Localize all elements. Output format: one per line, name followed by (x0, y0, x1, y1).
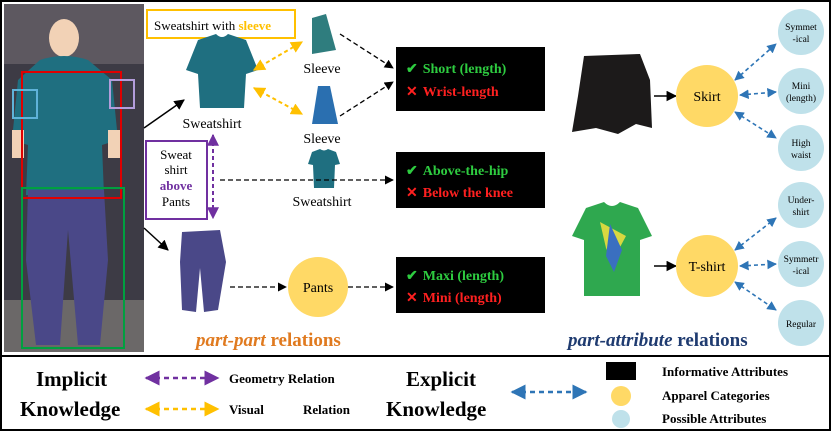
attr-box-3-good: Maxi (length) (423, 269, 505, 284)
skirt-attr-2-l1: Mini (792, 82, 811, 92)
box-prefix: Sweatshirt with (154, 18, 239, 33)
skirt-image (572, 54, 652, 134)
svg-text:✕Mini (length): ✕ Mini (length) (406, 291, 502, 306)
cross-icon: ✕ (406, 85, 418, 100)
sweatshirt-image (186, 34, 258, 108)
skirt-attr-2-l2: (length) (786, 93, 816, 104)
legend-possible-label: Possible Attributes (662, 411, 766, 426)
skirt-attr-3-circle (778, 125, 824, 171)
check-icon: ✔ (406, 269, 418, 284)
sweatshirt-mid-image (308, 149, 340, 188)
pants-bbox (21, 187, 125, 349)
legend-informative-label: Informative Attributes (662, 364, 788, 379)
skirt-explicit-arrow-2 (739, 87, 777, 100)
right-sleeve-bbox (109, 79, 135, 109)
skirt-attr-2-circle (778, 68, 824, 114)
legend-implicit-1: Implicit (36, 367, 107, 391)
tshirt-attr-1-l1: Under- (788, 196, 815, 206)
tshirt-explicit-arrow-3 (734, 281, 777, 311)
label-sweatshirt-mid: Sweatshirt (292, 195, 351, 210)
visual-relation-top (252, 41, 304, 71)
label-sleeve-bottom: Sleeve (303, 132, 340, 147)
arrow-sleeve-bottom-to-attr (339, 81, 394, 117)
skirt-attr-3-l2: waist (791, 151, 811, 161)
visual-relation-bottom (252, 87, 304, 115)
tshirt-category-circle (676, 235, 738, 297)
cross-icon: ✕ (406, 291, 418, 306)
above-line1: Sweat (160, 147, 192, 162)
part-part-caption: part-part relations (194, 330, 341, 351)
svg-text:✔Above-the-hip: ✔ Above-the-hip (406, 164, 509, 179)
skirt-attr-1-l1: Symmet (785, 23, 817, 33)
sweatshirt-bbox (21, 71, 122, 199)
cross-icon: ✕ (406, 186, 418, 201)
pants-circle-label: Pants (303, 281, 333, 296)
pants-image (180, 230, 226, 312)
above-line4: Pants (162, 194, 190, 209)
skirt-category-circle (676, 65, 738, 127)
svg-text:✕Wrist-length: ✕ Wrist-length (406, 85, 499, 100)
legend-informative-swatch (606, 362, 636, 380)
left-sleeve-bbox (12, 89, 38, 119)
tshirt-explicit-arrow-1 (734, 217, 777, 251)
tshirt-image (572, 202, 652, 296)
legend-explicit-2: Knowledge (386, 397, 486, 421)
tshirt-circle-label: T-shirt (689, 260, 726, 275)
attr-box-2: ✔ Above-the-hip ✕ Below the knee (396, 152, 545, 208)
above-line2: shirt (164, 162, 188, 177)
attr-box-1: ✔ Short (length) ✕ Wrist-length (396, 47, 545, 111)
pants-category-circle (288, 257, 348, 317)
legend-categories-swatch (611, 386, 631, 406)
skirt-explicit-arrow-1 (734, 43, 777, 81)
arrow-sleeve-top-to-attr (339, 33, 394, 69)
legend-categories-label: Apparel Categories (662, 388, 770, 403)
skirt-explicit-arrow-3 (734, 111, 777, 139)
check-icon: ✔ (406, 62, 418, 77)
above-line3: above (160, 178, 193, 193)
attr-box-3-bad: Mini (length) (423, 291, 502, 306)
tshirt-attr-1-circle (778, 182, 824, 228)
box-highlight: sleeve (239, 18, 272, 33)
skirt-attr-1-l2: -ical (793, 35, 810, 45)
tshirt-attr-2-l2: -ical (793, 267, 810, 277)
attr-box-3: ✔ Maxi (length) ✕ Mini (length) (396, 257, 545, 313)
svg-text:Sweatshirt with sleeve: Sweatshirt with sleeve (154, 18, 271, 33)
sleeve-bottom-image (312, 86, 338, 124)
skirt-attr-1-circle (778, 9, 824, 55)
attr-box-1-bad: Wrist-length (423, 85, 499, 100)
attr-box-1-good: Short (length) (423, 62, 507, 77)
model-photo (4, 4, 144, 352)
tshirt-attr-1-l2: shirt (793, 208, 810, 218)
attr-box-2-bad: Below the knee (423, 186, 513, 201)
legend: Implicit Knowledge Geometry Relation Vis… (20, 362, 788, 428)
label-sweatshirt-left: Sweatshirt (182, 117, 241, 132)
label-sleeve-top: Sleeve (303, 62, 340, 77)
arrow-model-to-sweatshirt (143, 99, 185, 129)
skirt-attr-3-l1: High (792, 139, 811, 149)
legend-visual-label-1: Visual (229, 402, 264, 417)
tshirt-attr-3-l1: Regular (786, 320, 817, 330)
legend-geometry-label: Geometry Relation (229, 371, 336, 386)
tshirt-explicit-arrow-2 (739, 259, 777, 271)
tshirt-attr-2-circle (778, 241, 824, 287)
sleeve-top-image (312, 14, 336, 54)
legend-possible-swatch (612, 410, 630, 428)
attr-box-2-good: Above-the-hip (423, 164, 509, 179)
svg-text:✔Maxi (length): ✔ Maxi (length) (406, 269, 504, 284)
svg-text:✕Below the knee: ✕ Below the knee (406, 186, 513, 201)
legend-visual-label-2: Relation (303, 402, 351, 417)
part-attribute-caption: part-attribute relations (566, 330, 748, 351)
tshirt-attr-2-l1: Symmetr (784, 255, 820, 265)
legend-implicit-2: Knowledge (20, 397, 120, 421)
check-icon: ✔ (406, 164, 418, 179)
arrow-model-to-pants (143, 227, 169, 251)
svg-text:✔Short (length): ✔ Short (length) (406, 62, 507, 77)
skirt-circle-label: Skirt (693, 90, 720, 105)
legend-explicit-1: Explicit (406, 367, 476, 391)
tshirt-attr-3-circle (778, 300, 824, 346)
